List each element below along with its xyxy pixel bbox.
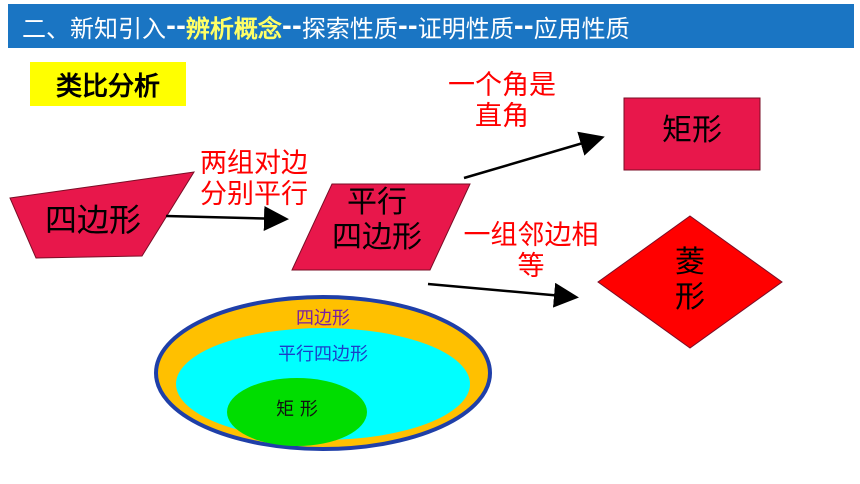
header-prove: 证明性质 — [417, 14, 514, 43]
arrow-to-parallelogram — [165, 205, 289, 231]
arrow-to-rectangle — [463, 131, 605, 180]
arrow-to-rhombus — [427, 282, 579, 308]
condition-adjacent-line2: 等 — [517, 251, 545, 283]
slide-header: 二、新知引入--辨析概念--探索性质--证明性质--应用性质 — [8, 4, 854, 48]
header-separator: -- — [397, 12, 418, 40]
quadrilateral-label: 四边形 — [44, 201, 141, 239]
rectangle-shape — [623, 97, 761, 171]
rhombus-label-line1: 菱 — [675, 245, 705, 280]
condition-right-angle: 一个角是 直角 — [432, 70, 572, 132]
header-explore: 探索性质 — [301, 14, 398, 43]
quadrilateral-shape — [9, 171, 195, 259]
header-separator: -- — [166, 12, 186, 40]
condition-adjacent-line1: 一组邻边相 — [463, 220, 599, 251]
condition-two-pairs-parallel: 两组对边 分别平行 — [184, 148, 324, 210]
header-highlight: 辨析概念 — [185, 14, 282, 43]
rhombus-label-line2: 形 — [675, 279, 705, 315]
venn-inner-label: 矩 形 — [276, 399, 318, 420]
venn-inner-ellipse — [227, 378, 367, 446]
venn-outer-label: 四边形 — [296, 308, 350, 329]
condition-right-angle-line1: 一个角是 — [448, 70, 556, 101]
venn-middle-label: 平行四边形 — [278, 344, 368, 365]
header-intro: 二、新知引入 — [22, 14, 166, 43]
condition-right-angle-line2: 直角 — [475, 101, 529, 133]
parallelogram-label: 平行 四边形 — [322, 185, 432, 255]
rhombus-shape — [597, 215, 783, 349]
header-separator: -- — [513, 12, 534, 40]
parallelogram-shape — [291, 183, 471, 271]
condition-two-pairs-line2: 分别平行 — [200, 179, 308, 211]
parallelogram-label-line1: 平行 — [347, 185, 407, 220]
condition-two-pairs-line1: 两组对边 — [200, 148, 308, 179]
parallelogram-label-line2: 四边形 — [332, 219, 422, 255]
analogy-tag: 类比分析 — [30, 62, 186, 106]
header-apply: 应用性质 — [533, 14, 630, 43]
rhombus-label: 菱 形 — [650, 245, 730, 315]
header-separator: -- — [281, 12, 302, 40]
condition-adjacent-sides-equal: 一组邻边相 等 — [446, 220, 616, 282]
rectangle-label: 矩形 — [662, 113, 722, 148]
